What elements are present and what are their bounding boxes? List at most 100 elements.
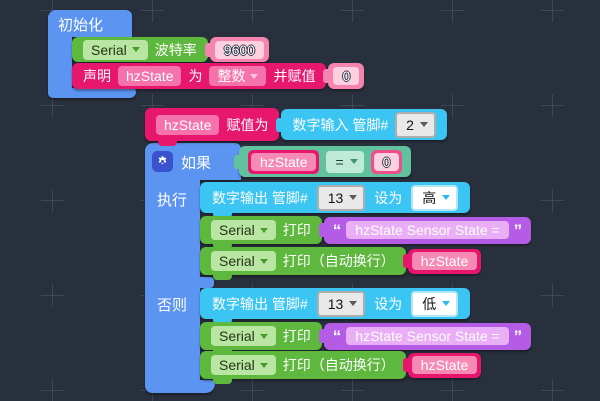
digital-output-block[interactable]: 数字输出 管脚# 13 设为 低 <box>200 288 471 324</box>
baud-value-block[interactable]: 9600 <box>204 37 269 62</box>
serial-baud-block[interactable]: Serial 波特率 <box>72 37 208 62</box>
serial-dropdown-value: Serial <box>219 253 255 269</box>
grid-cross <box>441 379 464 401</box>
grid-cross <box>541 284 564 307</box>
serial-dropdown-value: Serial <box>219 328 255 344</box>
variable-name-value: hzState <box>411 252 478 270</box>
init-block-spine[interactable] <box>48 36 72 89</box>
if-block-footer[interactable] <box>145 380 215 393</box>
dropdown-arrow-icon <box>349 159 358 164</box>
operator-dropdown[interactable]: = <box>326 150 364 173</box>
dropdown-arrow-icon <box>259 333 268 339</box>
serial-dropdown[interactable]: Serial <box>211 251 276 271</box>
string-open-quote: “ <box>332 220 342 240</box>
string-block[interactable]: “ hzState Sensor State = ” <box>318 322 532 350</box>
print-label: 打印 <box>282 222 311 238</box>
level-dropdown-value: 高 <box>422 189 437 206</box>
variable-name-value: hzState <box>164 116 212 133</box>
serial-println-block[interactable]: Serial 打印（自动换行） <box>200 247 406 280</box>
serial-print-block[interactable]: Serial 打印 <box>200 322 322 355</box>
println-label: 打印（自动换行） <box>282 357 395 373</box>
pin-dropdown-value: 13 <box>327 295 344 312</box>
println-label: 打印（自动换行） <box>282 253 395 269</box>
condition-variable-block[interactable]: hzState <box>248 149 320 174</box>
pin-dropdown-value: 2 <box>406 116 414 133</box>
level-dropdown[interactable]: 高 <box>411 184 459 211</box>
type-dropdown-value: 整数 <box>217 68 246 84</box>
condition-value-field[interactable]: 0 <box>373 152 400 171</box>
variable-name-value: hzState <box>126 68 174 84</box>
dropdown-arrow-icon <box>259 258 268 264</box>
dropdown-arrow-icon <box>259 227 268 233</box>
grid-cross <box>341 379 364 401</box>
string-close-quote: ” <box>513 326 523 346</box>
grid-cross <box>341 0 364 22</box>
if-block-else-shelf[interactable] <box>196 277 214 288</box>
mutator-gear-icon[interactable] <box>152 151 173 172</box>
condition-compare-block[interactable]: hzState = 0 <box>233 146 412 177</box>
as-label: 为 <box>188 68 203 84</box>
grid-cross <box>541 94 564 117</box>
serial-print-block[interactable]: Serial 打印 <box>200 216 322 249</box>
condition-value-block[interactable]: 0 <box>370 149 403 174</box>
baud-value-field[interactable]: 9600 <box>214 40 264 59</box>
set-to-label: 设为 <box>374 189 403 206</box>
grid-cross <box>541 0 564 22</box>
declare-label: 声明 <box>83 68 111 84</box>
pin-dropdown[interactable]: 13 <box>316 184 366 211</box>
init-block-footer[interactable] <box>48 88 136 98</box>
init-block-title: 初始化 <box>58 17 104 34</box>
dropdown-arrow-icon <box>442 301 451 306</box>
digital-input-label: 数字输入 管脚# <box>292 116 389 133</box>
serial-dropdown[interactable]: Serial <box>211 326 276 346</box>
type-dropdown[interactable]: 整数 <box>209 66 267 86</box>
serial-dropdown[interactable]: Serial <box>211 355 276 375</box>
dropdown-arrow-icon <box>349 195 358 200</box>
grid-cross <box>241 0 264 22</box>
if-block-header[interactable]: 如果 <box>145 143 241 180</box>
grid-cross <box>141 0 164 22</box>
level-dropdown[interactable]: 低 <box>411 290 459 317</box>
else-label: 否则 <box>157 297 188 314</box>
serial-dropdown[interactable]: Serial <box>83 39 148 60</box>
pin-dropdown[interactable]: 2 <box>395 111 436 138</box>
set-variable-block[interactable]: hzState 赋值为 <box>145 108 280 146</box>
digital-output-label: 数字输出 管脚# <box>212 295 308 312</box>
grid-cross <box>41 379 64 401</box>
assign-label: 赋值为 <box>226 116 269 133</box>
serial-dropdown-value: Serial <box>219 222 255 238</box>
variable-name-field[interactable]: hzState <box>118 66 182 86</box>
pin-dropdown[interactable]: 13 <box>316 290 366 317</box>
variable-name-value: hzState <box>251 152 317 171</box>
variable-name-field[interactable]: hzState <box>156 114 220 135</box>
baud-label: 波特率 <box>154 41 197 58</box>
set-to-label: 设为 <box>374 295 403 312</box>
grid-cross <box>41 284 64 307</box>
declare-variable-block[interactable]: 声明 hzState 为 整数 并赋值 <box>72 63 327 89</box>
declare-value-block[interactable]: 0 <box>323 63 365 89</box>
digital-output-label: 数字输出 管脚# <box>212 189 308 206</box>
dropdown-arrow-icon <box>419 122 428 127</box>
if-block-spine[interactable] <box>145 180 200 380</box>
string-text-field[interactable]: hzState Sensor State = <box>346 327 509 345</box>
variable-value-block[interactable]: hzState <box>402 352 482 378</box>
digital-output-block[interactable]: 数字输出 管脚# 13 设为 高 <box>200 182 471 218</box>
string-text-field[interactable]: hzState Sensor State = <box>346 221 509 239</box>
serial-dropdown-value: Serial <box>219 357 255 373</box>
grid-cross <box>241 379 264 401</box>
assign-to-label: 并赋值 <box>273 68 316 84</box>
dropdown-arrow-icon <box>259 362 268 368</box>
declare-value-field[interactable]: 0 <box>333 67 360 85</box>
do-label: 执行 <box>157 192 188 209</box>
level-dropdown-value: 低 <box>422 295 437 312</box>
serial-println-block[interactable]: Serial 打印（自动换行） <box>200 351 406 384</box>
init-block-header[interactable]: 初始化 <box>48 10 132 37</box>
string-block[interactable]: “ hzState Sensor State = ” <box>318 216 532 244</box>
if-label: 如果 <box>181 155 212 172</box>
digital-input-block[interactable]: 数字输入 管脚# 2 <box>276 109 447 140</box>
serial-dropdown[interactable]: Serial <box>211 220 276 240</box>
variable-value-block[interactable]: hzState <box>402 248 482 274</box>
variable-name-value: hzState <box>411 356 478 374</box>
serial-dropdown-value: Serial <box>91 41 127 58</box>
